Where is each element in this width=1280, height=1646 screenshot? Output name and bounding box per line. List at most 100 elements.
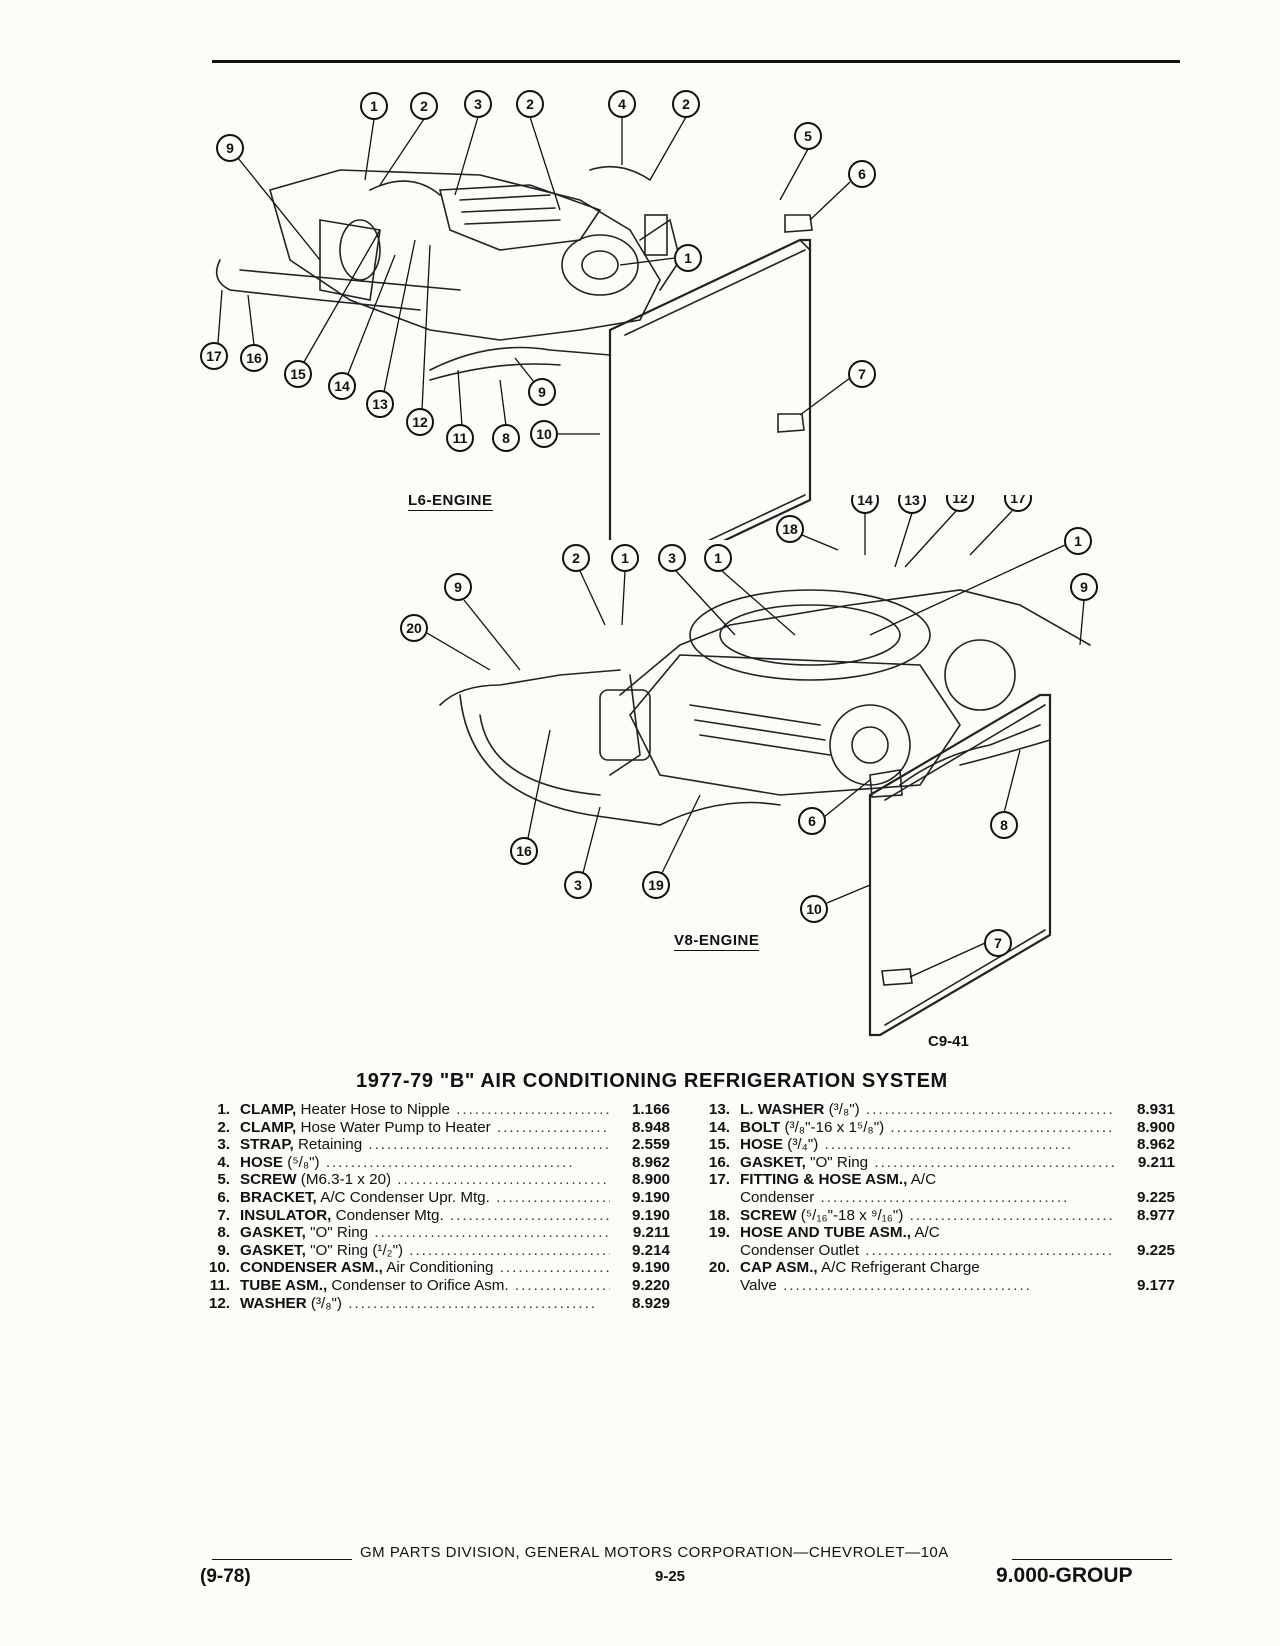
part-name: HOSE [240, 1153, 284, 1171]
leader-dots: ........................................ [456, 1101, 610, 1118]
part-description: STRAP, Retaining .......................… [240, 1136, 610, 1154]
svg-text:12: 12 [412, 414, 428, 430]
part-group-ref: 9.225 [1136, 1188, 1175, 1206]
parts-row: 4.HOSE (⁵/₈") ..........................… [200, 1154, 670, 1172]
part-group-ref: 8.900 [631, 1171, 670, 1189]
part-number: 8. [217, 1224, 230, 1242]
part-name: WASHER [240, 1294, 307, 1312]
part-detail: "O" Ring (¹/₂") [310, 1241, 404, 1259]
section-title: 1977-79 "B" AIR CONDITIONING REFRIGERATI… [356, 1070, 948, 1092]
part-description: HOSE (³/₄") ............................… [740, 1136, 1115, 1154]
parts-row: 10. CONDENSER ASM., Air Conditioning ....… [200, 1259, 670, 1277]
svg-text:8: 8 [502, 430, 510, 446]
leader-dots: ........................................ [397, 1171, 610, 1189]
leader-dots: ........................................ [449, 1206, 610, 1224]
parts-row: 16.GASKET, "O" Ring ....................… [700, 1154, 1175, 1172]
part-number: 20. [708, 1259, 730, 1277]
svg-text:15: 15 [290, 366, 306, 382]
top-rule [212, 60, 1180, 63]
parts-row: 6. BRACKET, A/C Condenser Upr. Mtg. .....… [200, 1189, 670, 1207]
part-name: TUBE ASM., [240, 1276, 328, 1294]
svg-text:18: 18 [782, 521, 798, 537]
parts-list-left: 1.CLAMP, Heater Hose to Nipple .........… [200, 1101, 670, 1312]
part-number: 10. [208, 1259, 230, 1277]
svg-text:6: 6 [858, 166, 866, 182]
part-description: GASKET, "O" Ring .......................… [240, 1224, 610, 1242]
parts-row: 18.SCREW (⁵/₁₆"-18 x ⁹/₁₆") ............… [700, 1207, 1175, 1225]
part-description: CONDENSER ASM., Air Conditioning .......… [240, 1259, 610, 1277]
parts-row: Condenser ..............................… [700, 1189, 1175, 1207]
part-group-ref: 9.211 [632, 1224, 670, 1242]
part-group-ref: 9.190 [631, 1206, 670, 1224]
part-description: Valve ..................................… [740, 1277, 1115, 1295]
part-group-ref: 9.177 [1136, 1276, 1175, 1294]
part-group-ref: 9.220 [631, 1276, 670, 1294]
part-description: GASKET, "O" Ring .......................… [740, 1154, 1115, 1172]
page-number: 9-25 [655, 1568, 686, 1585]
parts-row: 19.HOSE AND TUBE ASM., A/C [700, 1224, 1175, 1242]
leader-dots: ........................................ [496, 1118, 610, 1136]
svg-text:1: 1 [684, 250, 692, 266]
part-group-ref: 8.962 [1136, 1136, 1175, 1154]
svg-text:10: 10 [536, 426, 552, 442]
parts-row: 15.HOSE (³/₄") .........................… [700, 1136, 1175, 1154]
svg-text:9: 9 [226, 140, 234, 156]
svg-text:2: 2 [420, 98, 428, 114]
part-number: 5. [217, 1171, 230, 1189]
leader-dots: ........................................ [342, 1294, 598, 1312]
part-name: CLAMP, [240, 1101, 297, 1118]
part-detail: (³/₈") [310, 1294, 342, 1312]
part-group-ref: 8.929 [631, 1294, 670, 1312]
l6-callout-1: 1 [370, 98, 378, 114]
part-detail: A/C [910, 1171, 937, 1189]
parts-row: Valve ..................................… [700, 1277, 1175, 1295]
part-number: 4. [217, 1153, 230, 1171]
part-detail: A/C Condenser Upr. Mtg. [320, 1188, 490, 1206]
leader-dots: ........................................ [859, 1241, 1115, 1259]
part-group-ref: 8.900 [1136, 1118, 1175, 1136]
svg-text:9: 9 [538, 384, 546, 400]
svg-text:16: 16 [516, 843, 532, 859]
part-detail: (³/₈"-16 x 1⁵/₈") [784, 1118, 885, 1136]
part-detail: Valve [740, 1276, 777, 1294]
part-number: 17. [708, 1171, 730, 1189]
part-number: 13. [708, 1101, 730, 1118]
part-detail: (³/₄") [787, 1136, 819, 1154]
part-description: SCREW (⁵/₁₆"-18 x ⁹/₁₆") ...............… [740, 1207, 1115, 1225]
svg-text:3: 3 [474, 96, 482, 112]
part-name: FITTING & HOSE ASM., [740, 1171, 908, 1189]
part-number: 6. [217, 1188, 230, 1206]
part-number: 19. [708, 1224, 730, 1242]
part-group-ref: 9.214 [631, 1241, 670, 1259]
part-description: BRACKET, A/C Condenser Upr. Mtg. .......… [240, 1189, 610, 1207]
parts-row: 12.WASHER (³/₈") .......................… [200, 1295, 670, 1313]
svg-text:10: 10 [806, 901, 822, 917]
part-detail: Condenser [740, 1188, 815, 1206]
leader-dots: ........................................ [496, 1188, 610, 1206]
part-detail: Air Conditioning [386, 1259, 494, 1277]
part-detail: Heater Hose to Nipple [300, 1101, 450, 1118]
footer-date: (9-78) [200, 1566, 251, 1587]
part-group-ref: 1.166 [631, 1101, 670, 1118]
svg-text:1: 1 [621, 550, 629, 566]
part-description: INSULATOR, Condenser Mtg. ..............… [240, 1207, 610, 1225]
svg-text:16: 16 [246, 350, 262, 366]
svg-text:1: 1 [1074, 533, 1082, 549]
part-name: GASKET, [740, 1153, 806, 1171]
part-detail: (⁵/₁₆"-18 x ⁹/₁₆") [800, 1206, 904, 1224]
part-name: CONDENSER ASM., [240, 1259, 383, 1277]
part-group-ref: 8.977 [1136, 1206, 1175, 1224]
parts-row: 7.INSULATOR, Condenser Mtg. ............… [200, 1207, 670, 1225]
part-description: CLAMP, Heater Hose to Nipple ...........… [240, 1101, 610, 1119]
part-description: WASHER (³/₈") ..........................… [240, 1295, 610, 1313]
svg-text:12: 12 [952, 495, 968, 506]
part-group-ref: 8.948 [631, 1118, 670, 1136]
part-detail: (⁵/₈") [287, 1153, 320, 1171]
footer-rule [212, 1550, 1172, 1570]
part-detail: Retaining [297, 1136, 363, 1154]
svg-text:17: 17 [206, 348, 222, 364]
part-group-ref: 2.559 [631, 1136, 670, 1154]
leader-dots: ........................................ [514, 1276, 610, 1294]
part-name: CLAMP, [240, 1118, 297, 1136]
